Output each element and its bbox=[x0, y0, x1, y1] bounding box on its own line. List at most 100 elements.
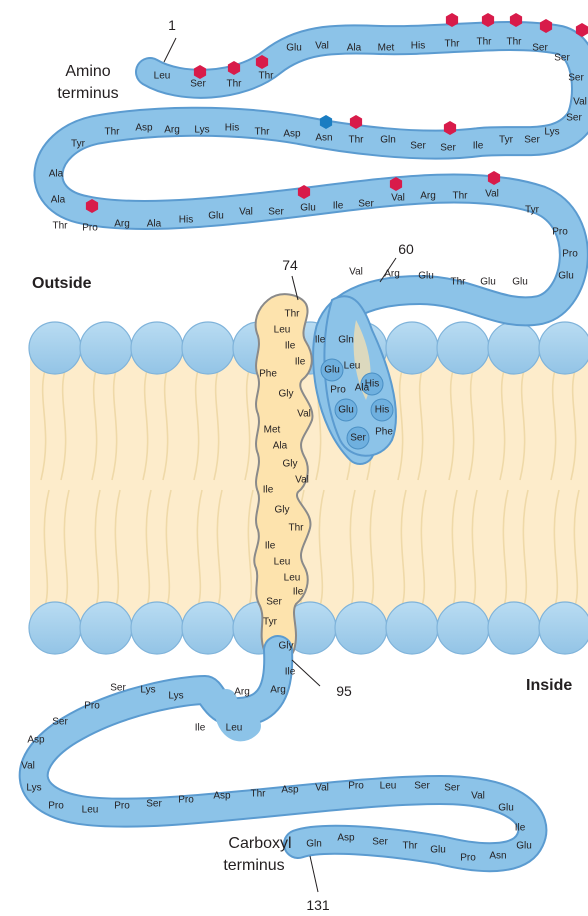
residue-label: Glu bbox=[512, 277, 528, 288]
residue-label: Gly bbox=[279, 641, 294, 652]
residue-label: Thr bbox=[451, 277, 467, 288]
residue-label: Leu bbox=[284, 573, 301, 584]
residue-label: Asn bbox=[489, 851, 506, 862]
residue-label: Ser bbox=[110, 683, 126, 694]
residue-label: Val bbox=[573, 97, 587, 108]
residue-label: Thr bbox=[255, 127, 271, 138]
residue-number-131: 131 bbox=[306, 897, 330, 913]
residue-label: Leu bbox=[380, 781, 397, 792]
residue-label: Thr bbox=[445, 39, 461, 50]
residue-label: Ser bbox=[566, 113, 582, 124]
residue-label: Thr bbox=[403, 841, 419, 852]
lipid-head-outer bbox=[182, 322, 234, 374]
residue-label: Ser bbox=[52, 717, 68, 728]
lipid-head-inner bbox=[335, 602, 387, 654]
residue-label: Pro bbox=[84, 701, 100, 712]
residue-label: His bbox=[375, 405, 389, 416]
residue-label: Ser bbox=[414, 781, 430, 792]
lipid-head-inner bbox=[182, 602, 234, 654]
residue-label: Arg bbox=[114, 219, 130, 230]
residue-label: Ile bbox=[333, 201, 344, 212]
residue-label: Gly bbox=[283, 459, 298, 470]
residue-label: Leu bbox=[274, 325, 291, 336]
lipid-head-inner bbox=[386, 602, 438, 654]
residue-label: Leu bbox=[226, 723, 243, 734]
residue-label: Ile bbox=[293, 587, 304, 598]
residue-label: Ser bbox=[358, 199, 374, 210]
residue-label: Ile bbox=[473, 141, 484, 152]
residue-label: Pro bbox=[48, 801, 64, 812]
residue-label: Ile bbox=[285, 341, 296, 352]
residue-label: Thr bbox=[453, 191, 469, 202]
residue-label: Asp bbox=[281, 785, 299, 796]
residue-label: Ala bbox=[51, 195, 66, 206]
residue-label: Glu bbox=[418, 271, 434, 282]
residue-label: Lys bbox=[194, 125, 209, 136]
residue-label: Thr bbox=[53, 221, 69, 232]
residue-label: Val bbox=[391, 193, 405, 204]
residue-number-60: 60 bbox=[398, 241, 414, 257]
residue-label: Glu bbox=[338, 405, 354, 416]
lipid-head-outer bbox=[29, 322, 81, 374]
lipid-head-inner bbox=[539, 602, 588, 654]
residue-label: Ser bbox=[532, 43, 548, 54]
lipid-head-outer bbox=[539, 322, 588, 374]
lipid-head-outer bbox=[437, 322, 489, 374]
residue-label: Glu bbox=[498, 803, 514, 814]
carboxyl-terminus-line1: Carboxyl bbox=[228, 835, 291, 852]
residue-label: Tyr bbox=[71, 139, 86, 150]
residue-label: Thr bbox=[289, 523, 305, 534]
residue-label: Ile bbox=[265, 541, 276, 552]
residue-label: Val bbox=[21, 761, 35, 772]
residue-label: Glu bbox=[480, 277, 496, 288]
residue-label: Leu bbox=[82, 805, 99, 816]
residue-label: Thr bbox=[477, 37, 493, 48]
residue-label: Ile bbox=[285, 667, 296, 678]
residue-label: Ile bbox=[263, 485, 274, 496]
residue-label: Thr bbox=[285, 309, 301, 320]
residue-label: Ser bbox=[372, 837, 388, 848]
residue-label: Gly bbox=[275, 505, 290, 516]
residue-label: Thr bbox=[251, 789, 267, 800]
residue-label: Glu bbox=[558, 271, 574, 282]
residue-label: Met bbox=[378, 43, 395, 54]
residue-label: Ser bbox=[350, 433, 366, 444]
residue-label: Asp bbox=[213, 791, 231, 802]
amino-terminus-line2: terminus bbox=[57, 85, 118, 102]
residue-label: Phe bbox=[259, 369, 277, 380]
residue-label: Val bbox=[315, 41, 329, 52]
residue-label: Val bbox=[297, 409, 311, 420]
residue-label: Met bbox=[264, 425, 281, 436]
residue-label: His bbox=[365, 379, 379, 390]
residue-label: Ile bbox=[195, 723, 206, 734]
lipid-head-outer bbox=[131, 322, 183, 374]
lipid-head-outer bbox=[386, 322, 438, 374]
residue-label: Pro bbox=[330, 385, 346, 396]
residue-label: Glu bbox=[324, 365, 340, 376]
residue-label: Val bbox=[349, 267, 363, 278]
residue-label: Arg bbox=[384, 269, 400, 280]
residue-label: Glu bbox=[516, 841, 532, 852]
residue-label: Glu bbox=[430, 845, 446, 856]
residue-label: Pro bbox=[460, 853, 476, 864]
residue-label: Pro bbox=[552, 227, 568, 238]
residue-label: Val bbox=[485, 189, 499, 200]
residue-label: Thr bbox=[259, 71, 275, 82]
residue-label: Lys bbox=[544, 127, 559, 138]
residue-number-1: 1 bbox=[168, 17, 176, 33]
residue-label: Pro bbox=[82, 223, 98, 234]
inside-label: Inside bbox=[526, 677, 572, 694]
residue-label: Ile bbox=[315, 335, 326, 346]
residue-label: Ala bbox=[273, 441, 288, 452]
residue-label: Ala bbox=[49, 169, 64, 180]
residue-label: Lys bbox=[26, 783, 41, 794]
residue-label: Leu bbox=[154, 71, 171, 82]
residue-label: Ser bbox=[524, 135, 540, 146]
residue-label: Phe bbox=[375, 427, 393, 438]
residue-label: Ser bbox=[268, 207, 284, 218]
residue-label: Arg bbox=[420, 191, 436, 202]
residue-label: Ser bbox=[444, 783, 460, 794]
residue-label: Tyr bbox=[499, 135, 514, 146]
residue-label: Val bbox=[295, 475, 309, 486]
